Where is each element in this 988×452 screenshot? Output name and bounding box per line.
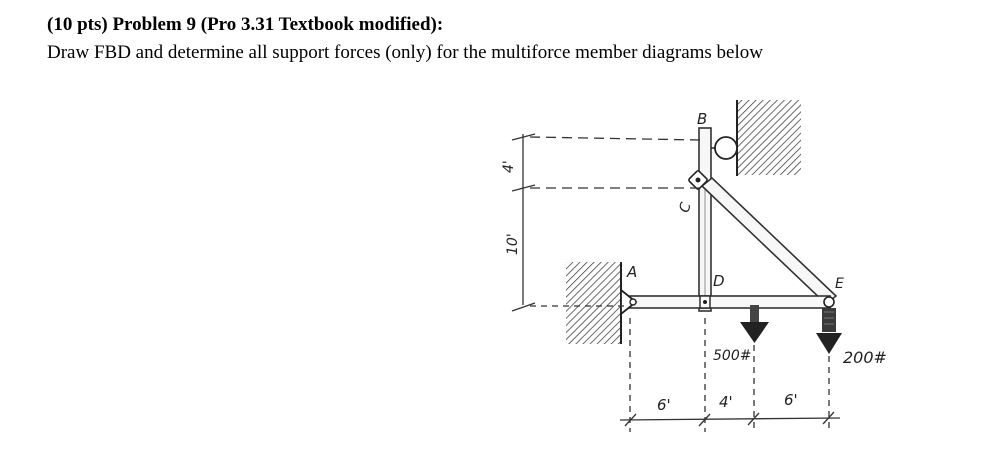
pin-support-a (620, 288, 638, 316)
load-500-arrow (740, 305, 769, 343)
label-c: C (677, 201, 695, 215)
dim-vertical-total: 10' (505, 233, 521, 255)
label-d: D (713, 272, 725, 290)
vertical-dimensions (511, 133, 701, 312)
horizontal-beam (629, 295, 831, 309)
label-e: E (835, 276, 844, 292)
roller-b (714, 136, 738, 160)
dim-vertical-top: 4' (501, 160, 517, 173)
dim-horizontal-3: 6' (784, 391, 798, 409)
diagonal-member (700, 176, 838, 306)
horizontal-dimensions (619, 318, 841, 432)
dim-horizontal-1: 6' (657, 396, 671, 414)
load-200-arrow (816, 308, 842, 354)
wall-a-hatching (566, 262, 621, 344)
label-b: B (697, 110, 707, 128)
load-500-label: 500# (713, 348, 751, 364)
problem-title: (10 pts) Problem 9 (Pro 3.31 Textbook mo… (47, 14, 444, 35)
pin-e (823, 296, 835, 308)
problem-instructions: Draw FBD and determine all support force… (47, 42, 763, 63)
vertical-member (698, 127, 712, 312)
load-200-label: 200# (843, 348, 887, 367)
label-a: A (626, 263, 637, 281)
dim-horizontal-2: 4' (719, 393, 733, 411)
wall-b-hatching (737, 100, 801, 175)
